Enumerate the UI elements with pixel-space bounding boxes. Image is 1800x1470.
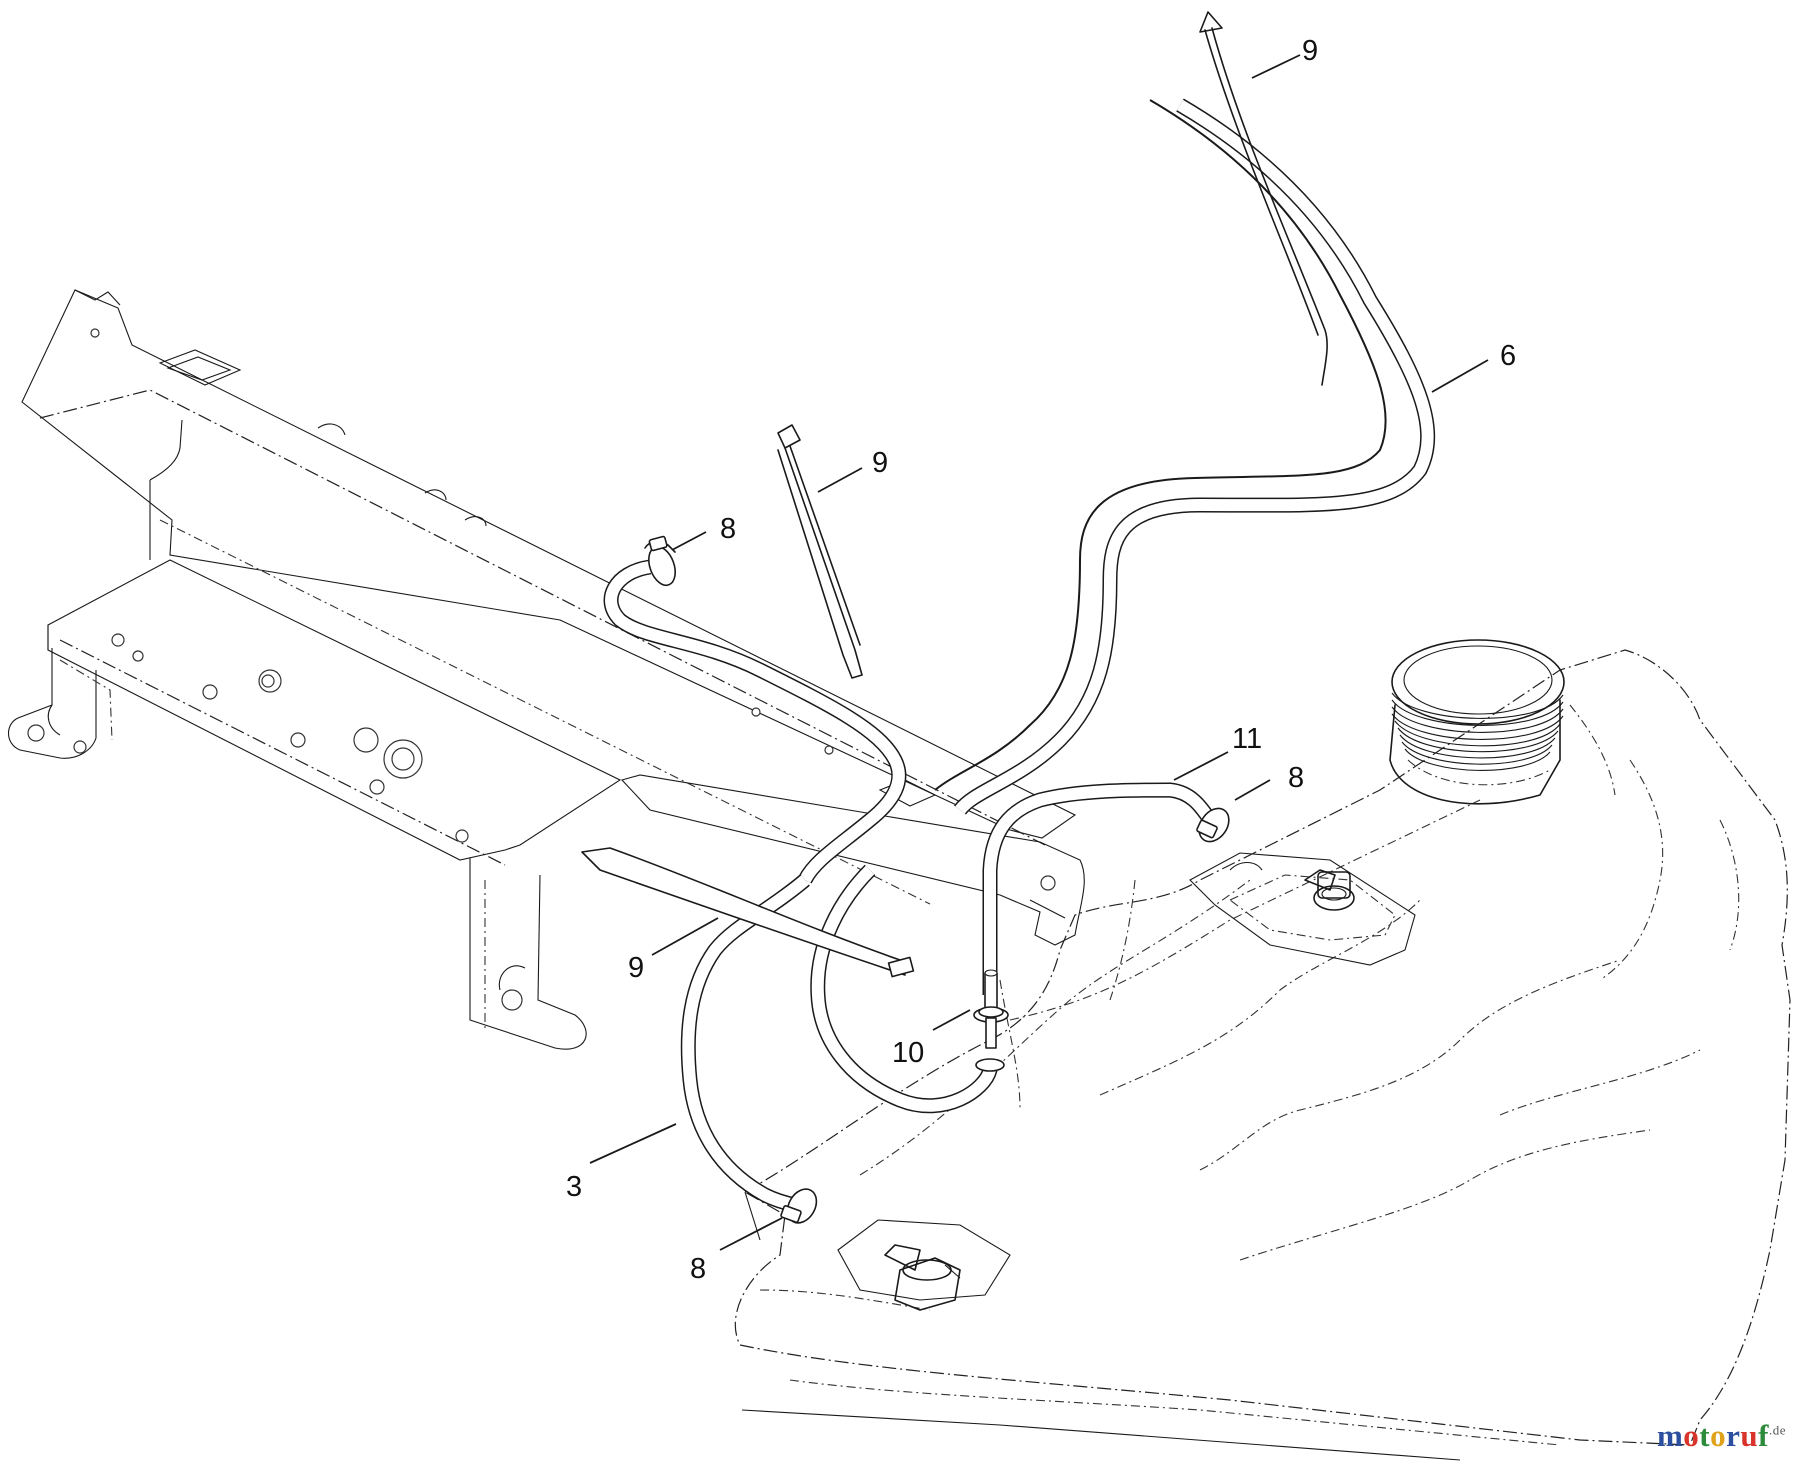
leader-8-right — [1234, 779, 1271, 801]
watermark-letter: f — [1758, 1418, 1769, 1453]
hose-fitting-10 — [973, 969, 1009, 1049]
callout-10: 10 — [892, 1037, 924, 1069]
leader-11 — [1173, 751, 1229, 781]
cable-tie-top — [1199, 11, 1328, 386]
watermark-letter: r — [1726, 1418, 1741, 1453]
frame-plate — [7, 559, 622, 1050]
callout-9-lower: 9 — [628, 952, 644, 984]
watermark-letter: t — [1699, 1418, 1711, 1453]
mounting-bracket — [620, 774, 1085, 946]
callout-8-lower: 8 — [690, 1253, 706, 1285]
callout-8-upper: 8 — [720, 513, 736, 545]
watermark-letter: o — [1683, 1418, 1700, 1453]
watermark-suffix: .de — [1768, 1422, 1786, 1438]
fuel-hose-loop — [810, 864, 1005, 1114]
frame-rail — [21, 289, 1077, 905]
fuel-hose-3 — [680, 874, 810, 1213]
hose-clamp-right — [1196, 807, 1230, 843]
callout-9-middle: 9 — [872, 447, 888, 479]
watermark-letter: o — [1710, 1418, 1727, 1453]
leader-8-lower — [719, 1217, 783, 1251]
leader-9-top — [1251, 54, 1301, 79]
leader-9-middle — [817, 467, 863, 493]
callout-6: 6 — [1500, 340, 1516, 372]
leader-10 — [932, 1009, 971, 1031]
watermark-logo: motoruf.de — [1657, 1418, 1786, 1454]
leader-3 — [589, 1123, 677, 1164]
watermark-letter: u — [1740, 1418, 1759, 1453]
watermark-letter: m — [1656, 1418, 1684, 1453]
hose-clamp-upper — [644, 535, 676, 587]
fuel-hose-11 — [982, 782, 1217, 995]
hose-clamp-lower — [780, 1188, 818, 1224]
callout-11: 11 — [1232, 723, 1262, 755]
cable-tie-middle — [777, 424, 863, 679]
leader-9-lower — [651, 917, 719, 956]
tank-fitting-lower — [884, 1244, 961, 1311]
fuel-tank — [734, 639, 1791, 1461]
vent-fitting — [1304, 869, 1355, 911]
fuel-hose-upper-left — [603, 559, 907, 884]
callout-8-right: 8 — [1288, 762, 1304, 794]
callout-3: 3 — [566, 1171, 582, 1203]
leader-8-upper — [671, 531, 707, 551]
fuel-hose-6 — [934, 98, 1436, 815]
cable-tie-lower — [581, 847, 915, 978]
leader-6 — [1431, 359, 1489, 393]
callout-9-top: 9 — [1302, 35, 1318, 67]
